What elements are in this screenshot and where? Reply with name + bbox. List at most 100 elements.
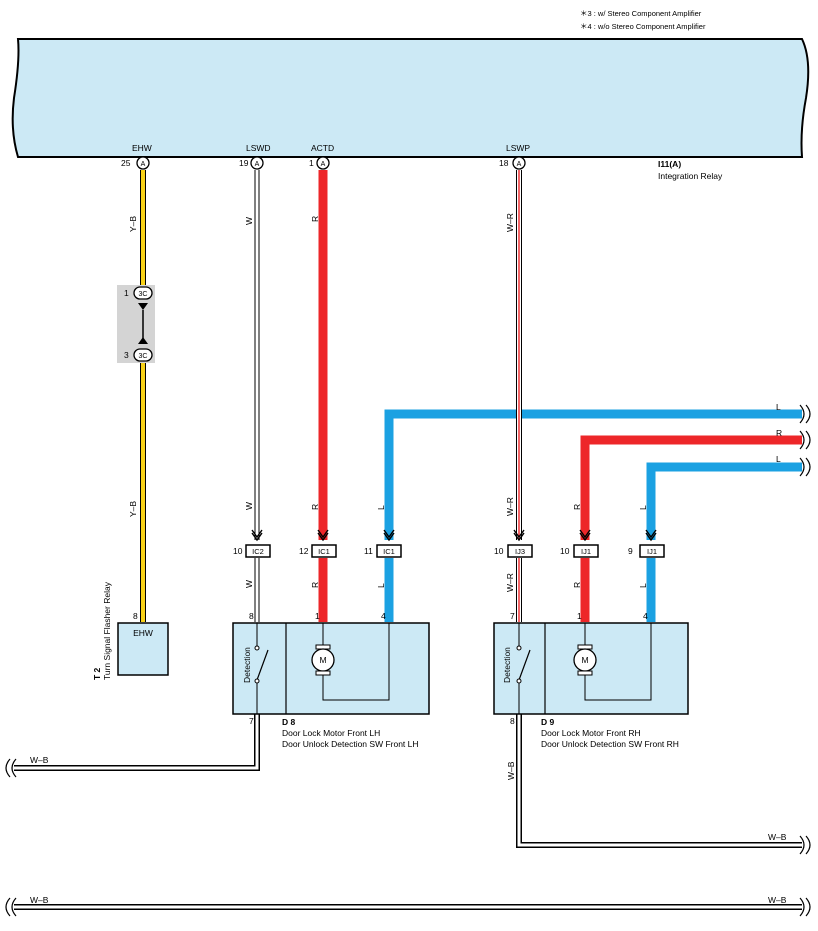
label-r-rh-conn: R [572,582,582,588]
svg-text:4: 4 [643,611,648,621]
junction-pin-3: 3 [124,350,129,360]
wire-break-marks [5,404,811,917]
pin-18: 18 [499,158,509,168]
pin-25: 25 [121,158,131,168]
svg-text:11: 11 [364,546,373,556]
terminal-name-actd: ACTD [311,143,334,153]
terminal-lswp: A 18 [499,156,526,170]
connector-ic1-12: IC1 12 [299,544,337,558]
svg-text:9: 9 [628,546,633,556]
integration-relay-name: Integration Relay [658,171,723,181]
integration-relay-box [11,38,810,158]
svg-text:8: 8 [249,611,254,621]
svg-text:A: A [141,161,146,168]
label-wr-lower: W–R [505,497,515,516]
label-r-lower: R [310,504,320,510]
label-w-lower: W [244,502,254,510]
terminal-actd: A 1 [309,156,330,170]
svg-text:IC1: IC1 [383,547,395,556]
label-yb-lower: Y–B [128,501,138,517]
d9-detection-label: Detection [502,647,512,683]
svg-text:1: 1 [315,611,320,621]
svg-text:IC1: IC1 [318,547,330,556]
connector-arrows [251,529,657,542]
label-r-upper: R [310,216,320,222]
label-wb-rh-vertical: W–B [506,761,516,780]
junction-arrow-up-icon [138,337,148,344]
svg-text:10: 10 [494,546,504,556]
svg-text:IJ1: IJ1 [581,547,591,556]
d8-line2: Door Unlock Detection SW Front LH [282,739,419,749]
d9-code: D 9 [541,717,555,727]
label-w-conn: W [244,580,254,588]
turn-signal-flasher-relay: EHW 8 T 2 Turn Signal Flasher Relay [92,581,169,680]
connector-ij1-10: IJ1 10 [560,544,599,558]
turn-relay-pin: 8 [133,611,138,621]
wire-wb-lh [14,714,260,771]
label-l-conn: L [376,583,386,588]
terminal-name-lswp: LSWP [506,143,530,153]
d9-line2: Door Unlock Detection SW Front RH [541,739,679,749]
terminal-lswd: A 19 [239,156,264,170]
svg-text:IJ1: IJ1 [647,547,657,556]
svg-text:8: 8 [510,716,515,726]
svg-text:10: 10 [233,546,243,556]
label-l2-right: L [776,454,781,464]
label-wr-conn: W–R [505,573,515,592]
svg-text:A: A [321,161,326,168]
wire-r-rh [580,435,802,622]
connector-ic2: IC2 10 [233,544,271,558]
svg-text:M: M [319,655,326,665]
svg-text:7: 7 [249,716,254,726]
svg-text:IJ3: IJ3 [515,547,525,556]
svg-text:IC2: IC2 [252,547,264,556]
d9-switch-icon [518,649,531,681]
label-wb-bottom-left: W–B [30,895,49,905]
label-r-rh-lower: R [572,504,582,510]
label-l-lower: L [376,505,386,510]
d8-code: D 8 [282,717,296,727]
wire-wb-rh [516,714,802,848]
d8-detection-label: Detection [242,647,252,683]
junction-3c: 3C 1 3C 3 [117,285,155,363]
label-yb-upper: Y–B [128,216,138,232]
label-l-right: L [776,402,781,412]
component-d8: Detection M 8 1 4 7 D 8 Door Lock Motor … [232,611,430,749]
d9-line1: Door Lock Motor Front RH [541,728,641,738]
junction-3c-bottom-id: 3C [139,353,148,360]
svg-text:7: 7 [510,611,515,621]
junction-pin-1: 1 [124,288,129,298]
junction-arrow-down-icon [138,303,148,310]
connector-ij3: IJ3 10 [494,544,533,558]
pin-1: 1 [309,158,314,168]
turn-relay-code: T 2 [92,667,102,680]
terminal-name-lswd: LSWD [246,143,271,153]
pin-19: 19 [239,158,249,168]
connector-ij1-9: IJ1 9 [628,544,665,558]
component-d9: Detection M 7 1 4 8 D 9 Door Lock Motor … [493,611,689,749]
label-r-right: R [776,428,782,438]
d8-line1: Door Lock Motor Front LH [282,728,380,738]
integration-relay-code: I11(A) [658,159,681,169]
wire-l-rh [646,462,802,622]
label-r-conn: R [310,582,320,588]
label-wb-rh: W–B [768,832,787,842]
label-w-upper: W [244,217,254,225]
terminal-name-ehw: EHW [132,143,152,153]
svg-text:A: A [517,161,522,168]
svg-text:10: 10 [560,546,570,556]
svg-text:M: M [581,655,588,665]
terminal-ehw: A 25 [121,156,150,170]
note-1: ＊3 : w/ Stereo Component Amplifier [580,9,702,18]
label-wr-upper: W–R [505,213,515,232]
svg-text:1: 1 [577,611,582,621]
label-l-rh-lower: L [638,505,648,510]
svg-text:A: A [255,161,260,168]
junction-3c-top-id: 3C [139,291,148,298]
label-wb-bottom-right: W–B [768,895,787,905]
wire-l-lh [384,409,802,622]
turn-relay-name: Turn Signal Flasher Relay [102,581,112,680]
turn-relay-terminal: EHW [133,628,153,638]
label-l-rh-conn: L [638,583,648,588]
